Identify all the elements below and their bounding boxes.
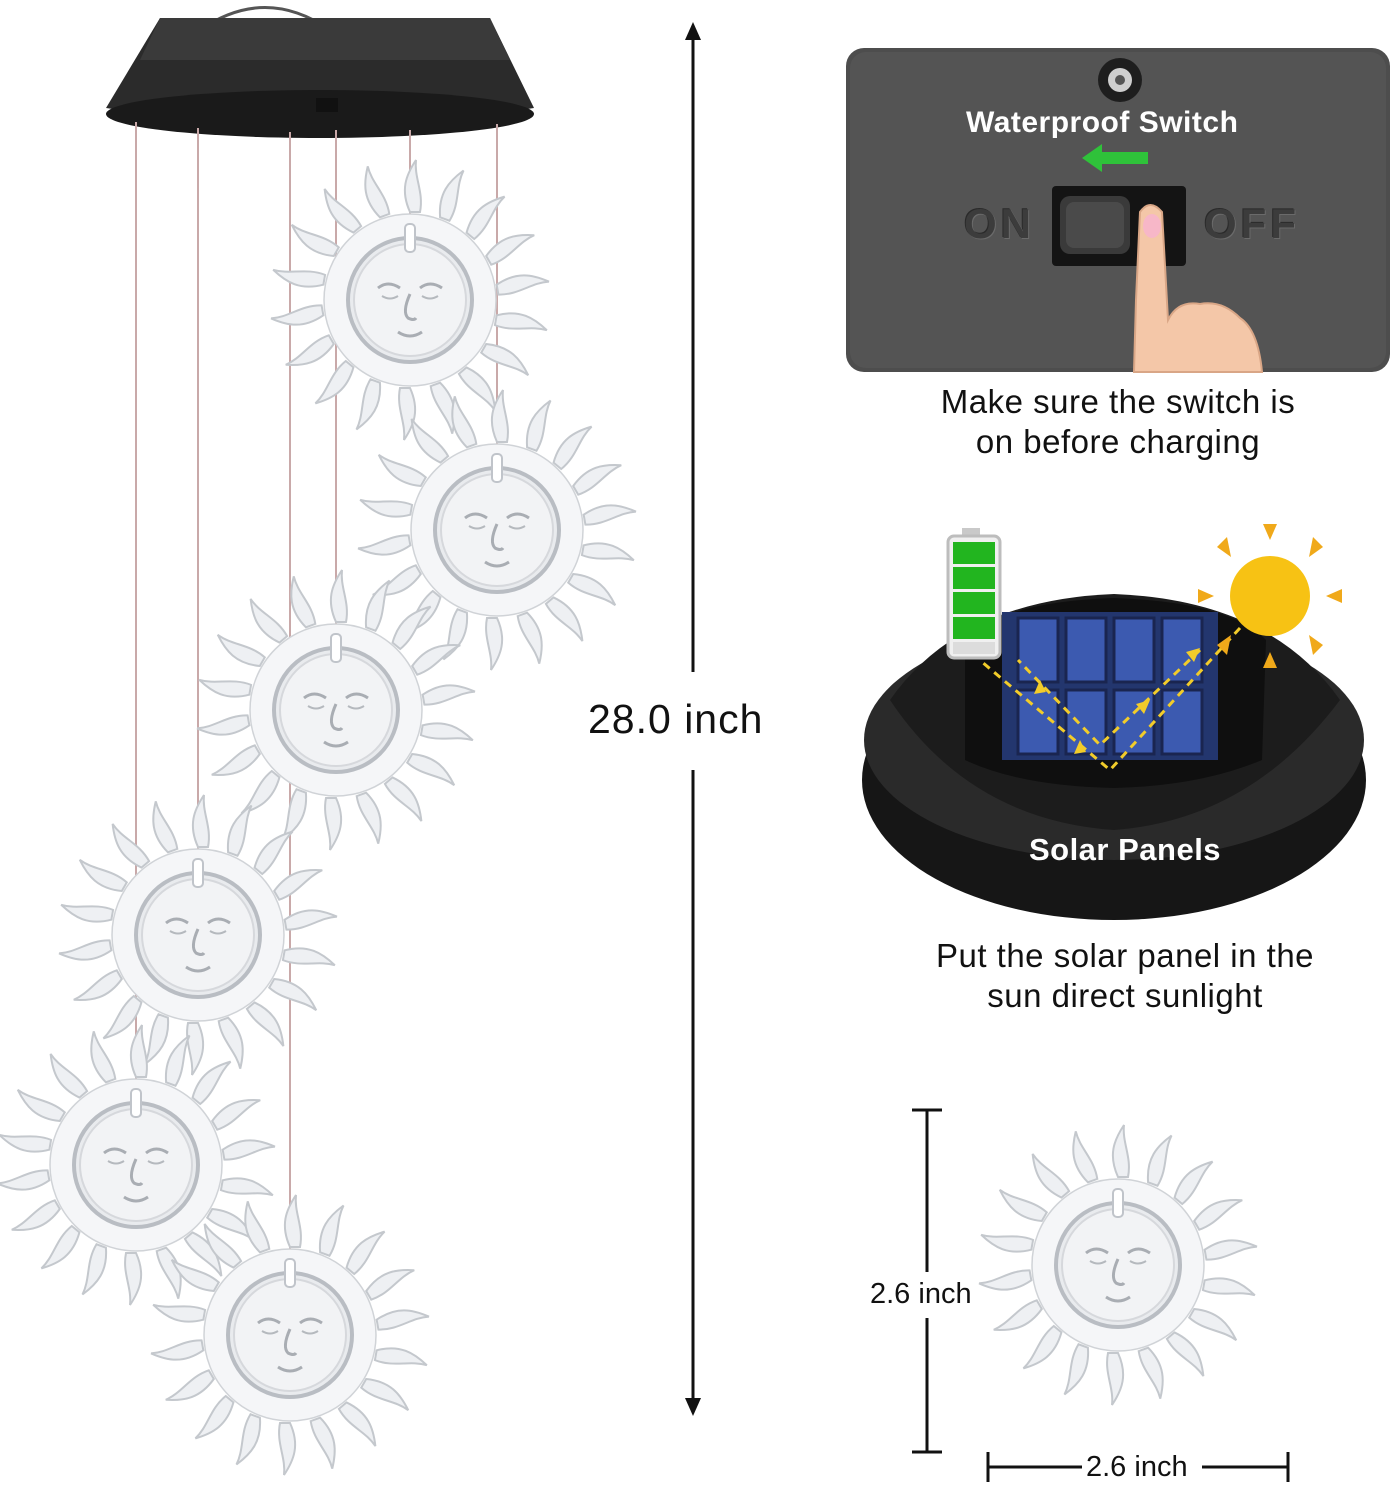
sun-icon	[1198, 524, 1342, 668]
solar-caption-line1: Put the solar panel in the	[935, 937, 1315, 974]
switch-caption-line2: on before charging	[975, 423, 1261, 460]
switch-caption-line1: Make sure the switch is	[940, 383, 1296, 420]
switch-on-label: ON	[964, 200, 1035, 247]
sun-ornament-icon	[268, 158, 552, 442]
solar-caption-line2: sun direct sunlight	[987, 977, 1263, 1014]
chime-solar-cap	[106, 18, 534, 138]
ornament-width-label: 2.6 inch	[1086, 1451, 1188, 1483]
battery-icon	[946, 528, 1002, 660]
sunlight-path	[981, 626, 1242, 773]
switch-panel	[846, 48, 1390, 373]
switch-off-label: OFF	[1204, 200, 1300, 247]
solar-caption: Put the solar panel in the sun direct su…	[878, 936, 1372, 1016]
finger-icon	[1132, 204, 1264, 373]
ornament-width-dimension	[986, 1452, 1290, 1482]
sun-ornament-icon	[56, 793, 340, 1077]
ornament-height-dimension	[912, 1108, 942, 1454]
solar-unit	[862, 594, 1366, 920]
sun-ornament-icon	[976, 1123, 1260, 1407]
height-dimension-line	[685, 22, 701, 1416]
switch-title: Waterproof Switch	[966, 106, 1239, 139]
arrow-left-icon	[1082, 144, 1148, 172]
ornament-height-label: 2.6 inch	[868, 1278, 974, 1311]
solar-panels-label: Solar Panels	[1028, 832, 1222, 867]
switch-caption: Make sure the switch is on before chargi…	[866, 382, 1370, 462]
chime-height-label: 28.0 inch	[588, 696, 764, 742]
